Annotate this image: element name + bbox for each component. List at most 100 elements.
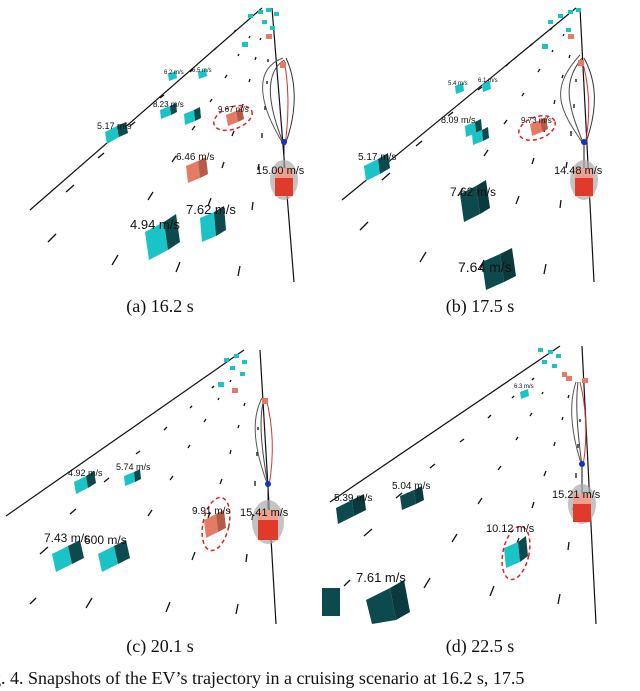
svg-text:15.21 m/s: 15.21 m/s (552, 489, 601, 501)
svg-text:7.62 m/s: 7.62 m/s (450, 185, 496, 199)
svg-text:6.3 m/s: 6.3 m/s (514, 384, 534, 390)
speed-label: 6.5 (192, 68, 201, 74)
svg-text:5.39 m/s: 5.39 m/s (334, 493, 372, 504)
speed-label: 7.62 (186, 202, 211, 217)
panel-caption: (c) 20.1 s (126, 636, 194, 656)
vehicle (98, 540, 130, 572)
svg-text:6.1 m/s: 6.1 m/s (478, 78, 498, 84)
vehicle (160, 103, 177, 119)
ego-speed-label: 15.21 (552, 489, 580, 501)
speed-label: 8.23 (153, 100, 169, 109)
svg-text:9.91 m/s: 9.91 m/s (192, 506, 230, 517)
vehicle (530, 117, 548, 136)
highlight-ellipse (213, 104, 253, 132)
vehicle (504, 536, 528, 568)
vehicle (400, 486, 424, 510)
vehicle (186, 157, 208, 183)
speed-label: 600 (84, 533, 104, 547)
panel-caption: (a) 16.2 s (126, 296, 194, 316)
svg-text:9.67 m/s: 9.67 m/s (218, 105, 249, 114)
ego-speed-label: 15.00 (256, 165, 284, 177)
svg-text:5.4 m/s: 5.4 m/s (448, 81, 468, 87)
far-vehicles (218, 354, 268, 404)
speed-label: 9.73 (521, 116, 537, 125)
vehicle (124, 469, 141, 486)
speed-label: 5.17 (97, 121, 115, 131)
speed-label: 9.67 (218, 105, 234, 114)
speed-label: 5.17 (358, 152, 378, 163)
speed-label: 4.94 (130, 217, 155, 232)
vehicle (366, 580, 410, 624)
far-vehicles (542, 8, 584, 66)
speed-label: 5.4 (448, 81, 457, 87)
panel-b: 7.64 m/s 7.62 m/s 5.17 m/s 8.09 m/s 9.73… (320, 0, 640, 290)
speed-label: 7.64 (458, 259, 485, 275)
scene-c: 7.43 m/s 600 m/s 4.92 m/s 5.74 m/s 9.91 … (5, 349, 289, 625)
svg-text:7.43 m/s: 7.43 m/s (44, 531, 90, 545)
highlight-ellipse (201, 496, 231, 552)
svg-text:6.5 m/s: 6.5 m/s (192, 68, 212, 74)
svg-text:15.41 m/s: 15.41 m/s (240, 507, 289, 519)
vehicle (105, 122, 128, 144)
vehicle (200, 206, 226, 242)
svg-text:7.61 m/s: 7.61 m/s (356, 570, 406, 585)
speed-label: 10.12 (486, 523, 514, 535)
far-vehicles (242, 8, 286, 68)
figure-caption: g. 4. Snapshots of the EV’s trajectory i… (0, 668, 525, 688)
scene-b: 7.64 m/s 7.62 m/s 5.17 m/s 8.09 m/s 9.73… (341, 7, 603, 290)
vehicle (184, 107, 201, 125)
scene-a: 4.94 m/s 7.62 m/s 6.46 m/s 5.17 m/s 8.23… (29, 7, 305, 283)
speed-label: 5.39 (334, 493, 354, 504)
svg-text:7.62 m/s: 7.62 m/s (186, 202, 236, 217)
svg-text:14.48 m/s: 14.48 m/s (554, 165, 603, 177)
ego-speed-label: 14.48 (554, 165, 582, 177)
vehicle (364, 153, 390, 181)
svg-text:10.12 m/s: 10.12 m/s (486, 523, 535, 535)
svg-text:8.23 m/s: 8.23 m/s (153, 100, 184, 109)
road-lines (329, 345, 597, 625)
svg-text:9.73 m/s: 9.73 m/s (521, 116, 552, 125)
svg-text:5.74 m/s: 5.74 m/s (116, 462, 151, 472)
ego-marker (265, 481, 271, 487)
ego-marker (281, 139, 287, 145)
svg-text:600 m/s: 600 m/s (84, 533, 127, 547)
vehicle (322, 588, 340, 616)
vehicle (336, 494, 366, 524)
highlight-ellipse (501, 525, 531, 581)
speed-label: 9.91 (192, 506, 212, 517)
speed-label: 6.1 (478, 78, 487, 84)
ego-speed-label: 15.41 (240, 507, 268, 519)
panel-c: 7.43 m/s 600 m/s 4.92 m/s 5.74 m/s 9.91 … (0, 336, 320, 626)
ego-marker (581, 139, 587, 145)
vehicle (472, 127, 489, 145)
vehicle (74, 471, 96, 494)
svg-text:7.64 m/s: 7.64 m/s (458, 259, 512, 275)
vehicle (145, 214, 180, 260)
svg-text:6.2 m/s: 6.2 m/s (164, 70, 184, 76)
speed-label: 6.3 (514, 384, 523, 390)
vehicle (482, 248, 516, 290)
trajectory (254, 397, 273, 532)
svg-text:5.04 m/s: 5.04 m/s (392, 481, 430, 492)
vehicle (460, 180, 490, 222)
ego-marker (579, 461, 585, 467)
vehicle (204, 510, 226, 538)
road-lines (5, 349, 277, 625)
speed-label: 7.43 (44, 531, 68, 545)
svg-text:15.00 m/s: 15.00 m/s (256, 165, 305, 177)
speed-label: 4.92 (68, 468, 86, 478)
panel-d: 7.61 m/s 5.39 m/s 5.04 m/s 10.12 m/s 6.3… (320, 336, 640, 626)
vehicle (226, 108, 244, 126)
svg-text:5.17 m/s: 5.17 m/s (97, 121, 132, 131)
speed-label: 7.62 (450, 185, 474, 199)
vehicle (168, 69, 207, 81)
vehicle (465, 119, 482, 137)
svg-text:4.94 m/s: 4.94 m/s (130, 217, 180, 232)
speed-label: 5.74 (116, 462, 134, 472)
speed-label: 5.04 (392, 481, 412, 492)
svg-text:8.09 m/s: 8.09 m/s (441, 115, 476, 125)
svg-text:6.46 m/s: 6.46 m/s (176, 152, 214, 163)
svg-text:5.17 m/s: 5.17 m/s (358, 152, 396, 163)
vehicle (455, 81, 491, 94)
svg-text:4.92 m/s: 4.92 m/s (68, 468, 103, 478)
